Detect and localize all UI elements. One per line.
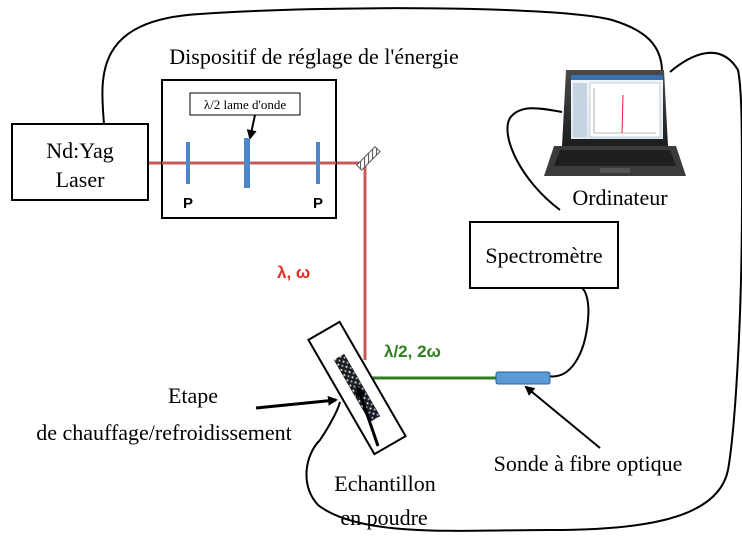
laptop-icon xyxy=(544,70,686,176)
half-wave-plate-label-box xyxy=(189,92,301,116)
spectrometer-box xyxy=(469,221,619,289)
cable-computer-right xyxy=(669,51,742,201)
harmonic-beam-label: λ/2, 2ω xyxy=(384,342,441,361)
cable-laser-computer xyxy=(101,7,663,125)
stage-label-line2: de chauffage/refroidissement xyxy=(36,420,292,445)
fiber-probe-arrow xyxy=(524,385,601,449)
sample-stage: Etape de chauffage/refroidissement Echan… xyxy=(36,320,436,530)
half-wave-plate-arrow xyxy=(246,114,257,140)
laser-box xyxy=(11,123,149,201)
fiber-probe-label: Sonde à fibre optique xyxy=(494,451,683,476)
polarizer-left-label: P xyxy=(183,195,193,212)
stage-arrow xyxy=(255,395,338,410)
computer-label: Ordinateur xyxy=(572,185,668,210)
cable-probe-spectrometer xyxy=(547,287,590,378)
sample-label-line2: en poudre xyxy=(340,505,427,530)
polarizer-right-icon xyxy=(316,142,320,184)
fiber-probe-icon xyxy=(495,371,551,385)
laser-label-line2: Laser xyxy=(56,167,106,192)
spectrometer: Spectromètre xyxy=(469,221,619,289)
mirror xyxy=(355,145,381,171)
half-wave-plate-icon xyxy=(244,138,250,188)
stage-label-line1: Etape xyxy=(168,383,218,408)
computer: Ordinateur xyxy=(544,70,686,210)
cable-outer-loop xyxy=(305,199,742,532)
cable-spectrometer-computer xyxy=(506,107,563,211)
half-wave-plate-label: λ/2 lame d'onde xyxy=(204,97,287,112)
energy-device-title: Dispositif de réglage de l'énergie xyxy=(169,44,458,69)
laser-label-line1: Nd:Yag xyxy=(46,138,113,163)
fiber-probe: Sonde à fibre optique xyxy=(494,371,683,476)
energy-device: Dispositif de réglage de l'énergie λ/2 l… xyxy=(161,44,459,219)
sample-label-line1: Echantillon xyxy=(334,471,435,496)
spectrometer-label: Spectromètre xyxy=(485,243,602,268)
energy-device-box xyxy=(161,79,337,219)
fundamental-beam-label: λ, ω xyxy=(277,263,310,282)
polarizer-right-label: P xyxy=(313,195,323,212)
sample-arrow xyxy=(355,386,380,447)
hatched-mirror-icon xyxy=(355,145,381,171)
cables xyxy=(101,7,742,532)
laser-unit: Nd:Yag Laser xyxy=(11,123,149,201)
polarizer-left-icon xyxy=(186,142,190,184)
